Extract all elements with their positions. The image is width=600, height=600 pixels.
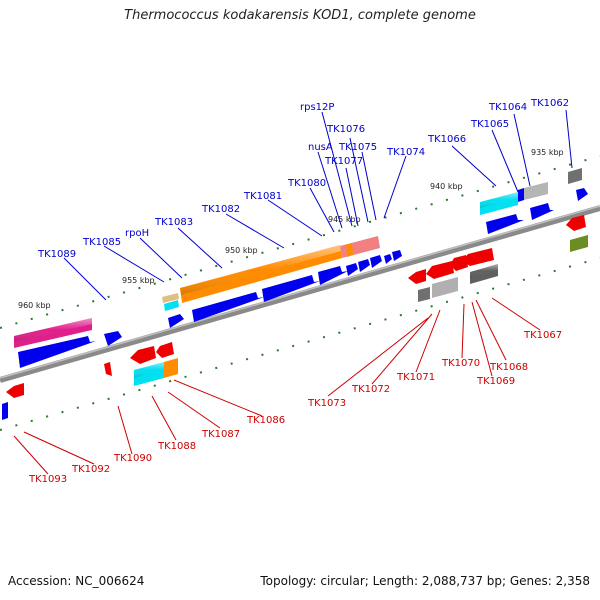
gene-block-orange-small[interactable]	[346, 243, 353, 257]
gene-arrow-TK1066[interactable]	[486, 214, 524, 234]
gene-label-TK1083: TK1083	[154, 217, 193, 228]
map-title: Thermococcus kodakarensis KOD1, complete…	[124, 8, 476, 23]
gene-label-TK1068: TK1068	[489, 362, 528, 373]
gene-label-TK1065: TK1065	[470, 119, 509, 130]
gene-arrow-TK1068[interactable]	[462, 248, 494, 266]
gene-label-TK1087: TK1087	[201, 429, 240, 440]
gene-label-TK1092: TK1092	[71, 464, 110, 475]
gene-arrow-TK1081[interactable]	[262, 275, 320, 302]
tick-label-935: 935 kbp	[531, 148, 564, 157]
gene-label-TK1093: TK1093	[28, 474, 67, 485]
gene-arrow-TK1070[interactable]	[426, 261, 454, 279]
gene-block-pink[interactable]	[340, 236, 380, 258]
gene-label-TK1090: TK1090	[113, 453, 152, 464]
gene-label-TK1073: TK1073	[307, 398, 346, 409]
gene-label-TK1069: TK1069	[476, 376, 515, 387]
gene-label-TK1081: TK1081	[243, 191, 282, 202]
gene-label-TK1071: TK1071	[396, 372, 435, 383]
gene-small-beige[interactable]	[162, 293, 179, 303]
gene-arrow-TK1080[interactable]	[318, 266, 348, 285]
gene-label-rpoH: rpoH	[125, 228, 149, 239]
gene-block-orange-bottom[interactable]	[164, 358, 178, 378]
tick-label-945: 945 kbp	[328, 215, 361, 224]
gene-label-TK1062: TK1062	[530, 98, 569, 109]
gene-label-TK1072: TK1072	[351, 384, 390, 395]
gene-label-TK1088: TK1088	[157, 441, 196, 452]
gene-small-cyan[interactable]	[164, 300, 179, 311]
reverse-genes	[2, 215, 588, 420]
gene-label-TK1074: TK1074	[386, 147, 425, 158]
accession-label: Accession: NC_006624	[8, 574, 145, 588]
gene-label-TK1086: TK1086	[246, 415, 285, 426]
gene-block-gray-mid[interactable]	[432, 277, 458, 298]
gene-block-lightgray[interactable]	[524, 182, 548, 200]
gene-block-olive[interactable]	[570, 235, 588, 252]
gene-label-TK1089: TK1089	[37, 249, 76, 260]
gene-arrow-TK1088[interactable]	[130, 346, 156, 364]
gene-label-TK1067: TK1067	[523, 330, 562, 341]
gene-label-TK1082: TK1082	[201, 204, 240, 215]
gene-label-nusA: nusA	[308, 142, 333, 153]
tick-label-955: 955 kbp	[122, 276, 155, 285]
gene-arrow-TK1082[interactable]	[192, 292, 264, 322]
gene-label-TK1070: TK1070	[441, 358, 480, 369]
gene-label-TK1075: TK1075	[338, 142, 377, 153]
genome-summary: Topology: circular; Length: 2,088,737 bp…	[260, 574, 590, 588]
gene-label-TK1085: TK1085	[82, 237, 121, 248]
tick-label-960: 960 kbp	[18, 301, 51, 310]
gene-label-rps12P: rps12P	[300, 102, 334, 113]
gene-label-TK1066: TK1066	[427, 134, 466, 145]
gene-label-TK1080: TK1080	[287, 178, 326, 189]
gene-label-TK1076: TK1076	[326, 124, 365, 135]
gene-label-TK1077: TK1077	[324, 156, 363, 167]
genome-backbone	[0, 205, 600, 383]
tick-label-940: 940 kbp	[430, 182, 463, 191]
gene-arrow-TK1089[interactable]	[18, 336, 96, 368]
forward-genes	[14, 168, 588, 368]
tick-label-950: 950 kbp	[225, 246, 258, 255]
gene-arrow-TK1065[interactable]	[530, 203, 554, 220]
gene-label-TK1064: TK1064	[488, 102, 527, 113]
